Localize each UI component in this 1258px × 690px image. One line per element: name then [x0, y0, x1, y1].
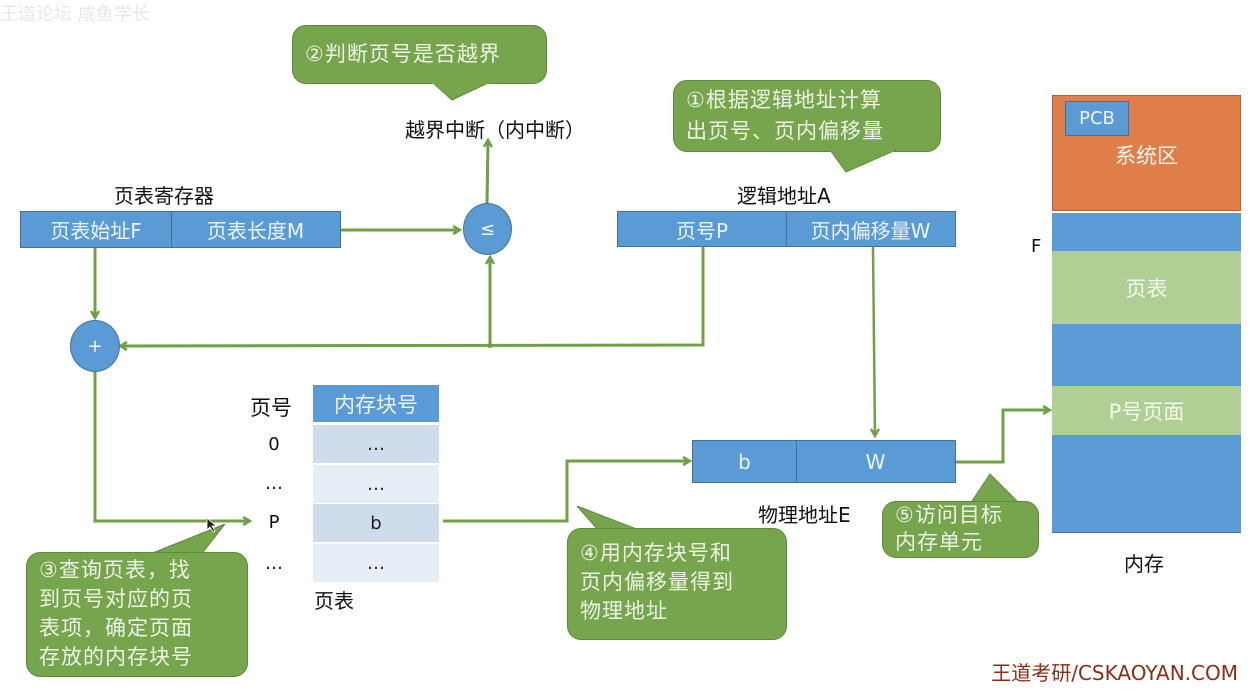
page-table-index: … — [265, 553, 283, 574]
step2-callout-tail — [431, 82, 491, 101]
arrow-physical-to-memory — [956, 410, 1050, 464]
step5-callout: ⑤访问目标 内存单元 — [882, 501, 1039, 558]
step3-line-2: 到页号对应的页 — [39, 587, 193, 611]
page-table-index: P — [268, 512, 280, 533]
memory-block — [1052, 435, 1241, 533]
page-table-index: … — [265, 473, 283, 494]
memory-block — [1052, 324, 1241, 386]
page-table-cell: … — [367, 433, 385, 455]
page-table-column-header: 内存块号 — [313, 385, 439, 422]
logical-page-number: 页号P — [618, 212, 787, 246]
page-table-cell: … — [367, 552, 385, 574]
memory-system-area: 系统区 — [1052, 95, 1241, 211]
step5-line-2: 内存单元 — [895, 530, 983, 554]
memory-block — [1052, 213, 1241, 251]
arrow-block-to-physical — [443, 461, 690, 523]
logical-page-offset: 页内偏移量W — [810, 218, 931, 243]
physical-address: b W — [692, 440, 956, 483]
pcb-block: PCB — [1065, 101, 1129, 136]
compare-node: ≤ — [463, 203, 512, 255]
page-table-cell: … — [367, 473, 385, 495]
pcb-label: PCB — [1079, 108, 1115, 129]
step1-callout-tail — [829, 150, 897, 173]
step3-line-4: 存放的内存块号 — [39, 645, 193, 669]
page-table-index: 0 — [268, 434, 280, 455]
step3-line-3: 表项，确定页面 — [39, 616, 193, 640]
step2-text: ②判断页号是否越界 — [305, 42, 501, 66]
memory-f-marker: F — [1031, 236, 1042, 257]
page-table-row: … — [313, 544, 439, 582]
mouse-cursor-icon — [206, 517, 218, 533]
step2-callout: ②判断页号是否越界 — [292, 25, 547, 84]
arrow-offset-to-physical — [873, 246, 875, 436]
memory-target-page-label: P号页面 — [1108, 399, 1185, 424]
step4-line-3: 物理地址 — [580, 599, 668, 623]
step1-callout: ①根据逻辑地址计算 出页号、页内偏移量 — [673, 80, 941, 152]
step4-line-2: 页内偏移量得到 — [580, 570, 734, 594]
step4-line-1: ④用内存块号和 — [580, 541, 732, 565]
page-table-register: 页表始址F 页表长度M — [20, 211, 341, 248]
memory-caption: 内存 — [1124, 552, 1164, 576]
top-watermark: 王道论坛 咸鱼学长 — [0, 4, 150, 25]
physical-block-number: b — [693, 441, 797, 482]
page-table-row: b — [313, 504, 439, 542]
step1-line-2: 出页号、页内偏移量 — [686, 119, 884, 143]
register-start-address: 页表始址F — [21, 212, 172, 247]
memory-system-area-label: 系统区 — [1115, 144, 1178, 168]
arrow-compare-to-interrupt — [487, 140, 488, 206]
step1-line-1: ①根据逻辑地址计算 — [686, 88, 882, 112]
interrupt-label: 越界中断（内中断） — [405, 118, 585, 142]
page-table-caption: 页表 — [314, 589, 354, 613]
logical-address-title: 逻辑地址A — [737, 184, 831, 208]
memory-page-table-label: 页表 — [1125, 276, 1168, 301]
footer-watermark: 王道考研/CSKAOYAN.COM — [991, 661, 1238, 685]
memory-target-page: P号页面 — [1052, 386, 1241, 435]
arrow-pagenum-to-add — [120, 247, 705, 346]
page-table-cell: b — [370, 512, 382, 534]
step5-line-1: ⑤访问目标 — [895, 503, 1003, 527]
step4-callout: ④用内存块号和 页内偏移量得到 物理地址 — [567, 528, 787, 640]
logical-address: 页号P 页内偏移量W — [617, 211, 956, 247]
page-table-register-title: 页表寄存器 — [114, 184, 214, 208]
page-table-column-header-text: 内存块号 — [334, 392, 418, 417]
memory-page-table: 页表 — [1052, 251, 1241, 324]
register-table-length: 页表长度M — [206, 219, 305, 243]
physical-offset: W — [865, 449, 886, 474]
page-table-index-header: 页号 — [250, 396, 292, 420]
add-node: + — [70, 320, 120, 372]
page-table-row: … — [313, 465, 439, 503]
step3-line-1: ③查询页表，找 — [39, 558, 191, 582]
physical-address-title: 物理地址E — [758, 503, 851, 527]
page-table-row: … — [313, 425, 439, 463]
step3-callout: ③查询页表，找 到页号对应的页 表项，确定页面 存放的内存块号 — [26, 552, 248, 677]
arrow-add-to-pagetable — [93, 372, 250, 521]
